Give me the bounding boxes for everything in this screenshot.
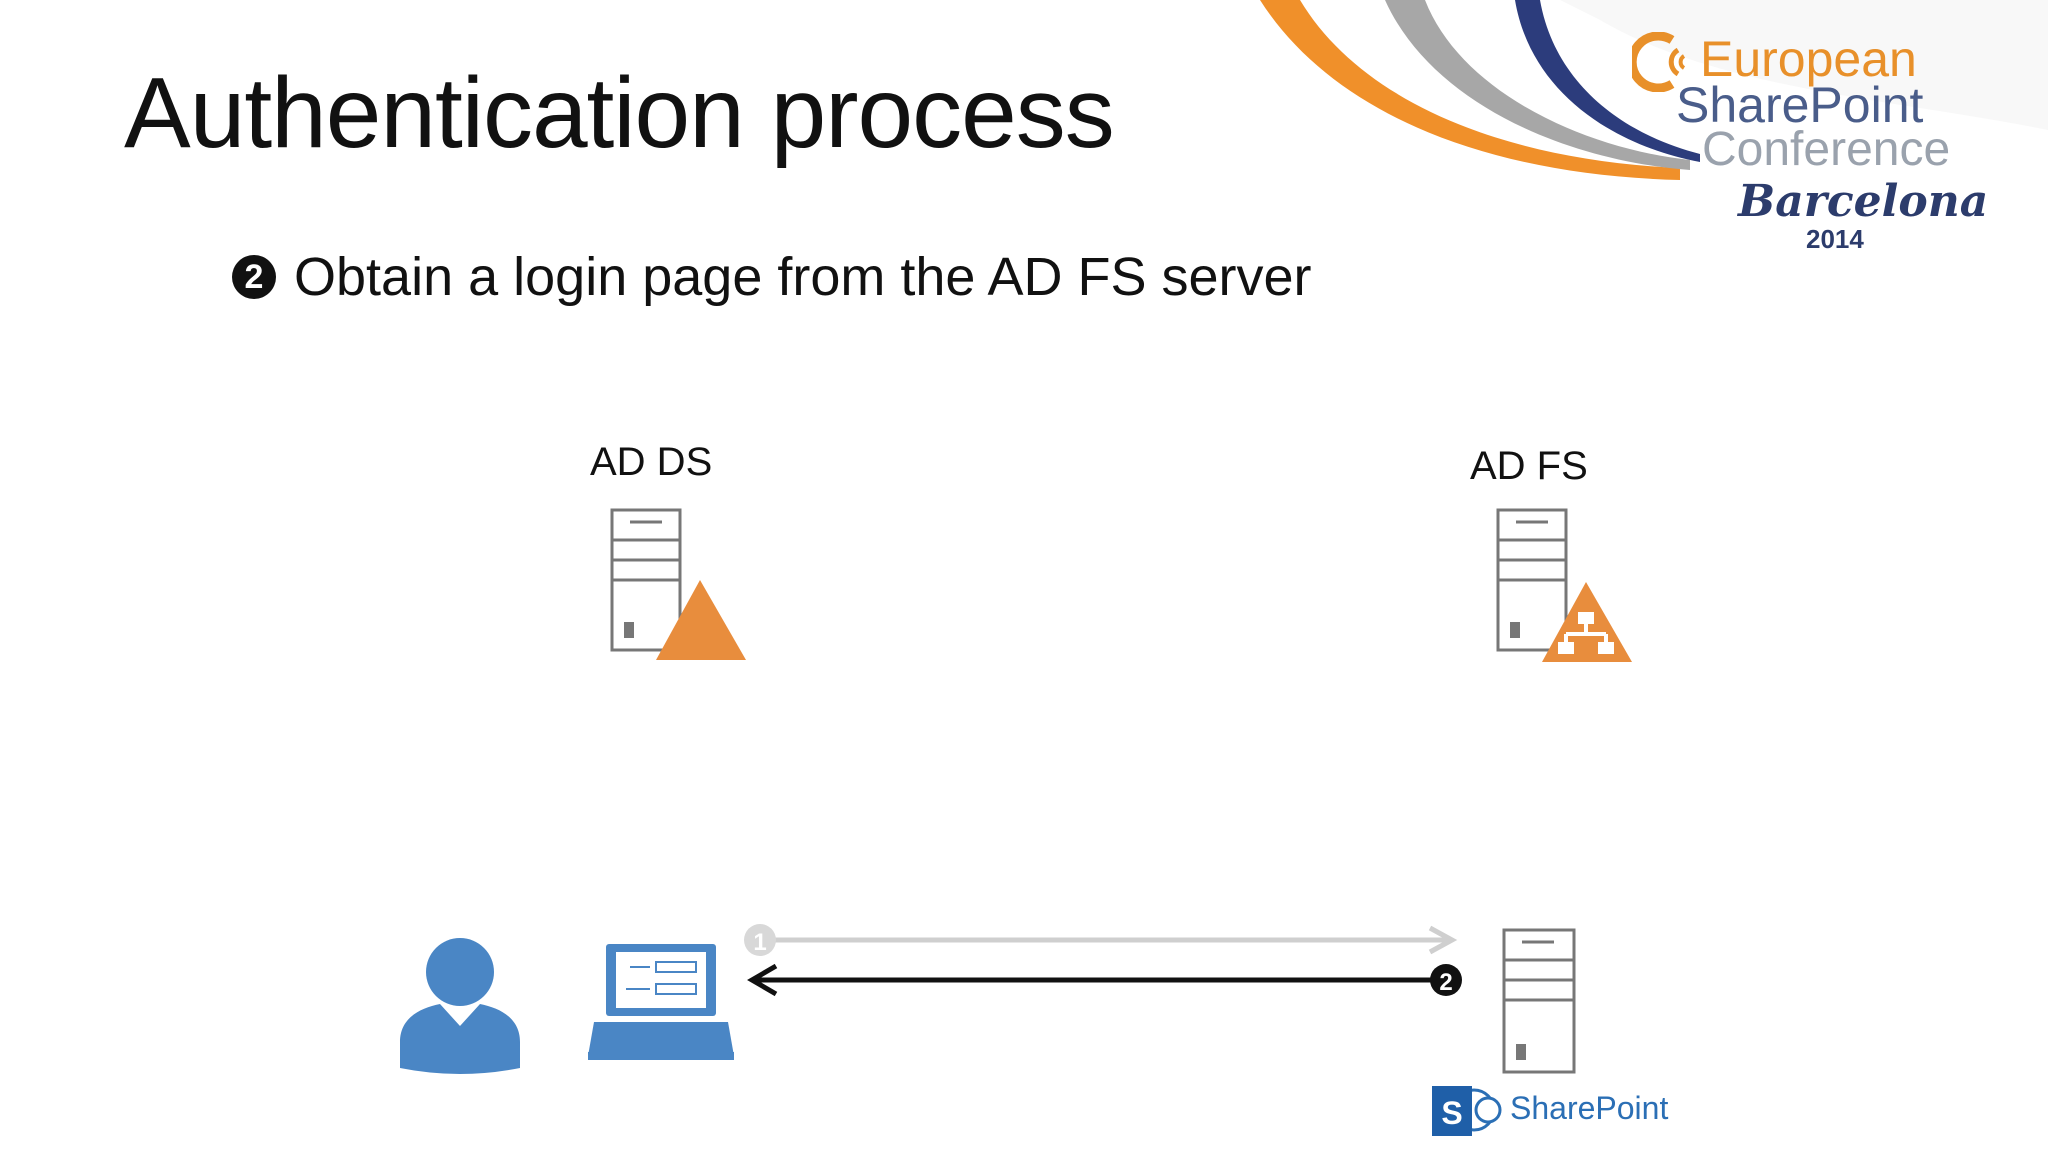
- sharepoint-label: SharePoint: [1510, 1090, 1669, 1126]
- logo-text-barcelona: Barcelona: [1738, 176, 1989, 227]
- logo-text-sharepoint: SharePoint: [1676, 77, 1924, 133]
- ad-ds-server-icon: [610, 508, 682, 652]
- svg-text:S: S: [1441, 1095, 1462, 1131]
- ad-fs-label: AD FS: [1470, 444, 1588, 488]
- slide-title: Authentication process: [124, 57, 1115, 169]
- ad-ds-label: AD DS: [590, 440, 713, 484]
- step2-arrow: 2: [747, 963, 1462, 997]
- bullet-text: Obtain a login page from the AD FS serve…: [294, 247, 1312, 307]
- step1-arrow: 1: [744, 924, 1458, 956]
- logo-text-conference: Conference: [1702, 123, 1951, 176]
- logo-text-european: European: [1700, 31, 1917, 87]
- conference-logo: European SharePoint Conference Barcelona…: [1628, 24, 2008, 264]
- ad-fs-server-icon: [1496, 508, 1568, 652]
- step1-number: 1: [753, 929, 766, 956]
- ad-ds-triangle-icon: [656, 580, 746, 660]
- step2-number: 2: [1439, 969, 1452, 996]
- logo-signal-icon: [1632, 32, 1686, 92]
- bullet-number-badge: 2: [232, 255, 276, 299]
- bullet-point: 2 Obtain a login page from the AD FS ser…: [232, 246, 1312, 308]
- decorative-swoosh: [1260, 0, 2048, 180]
- logo-text-year: 2014: [1806, 224, 1864, 254]
- sharepoint-logo-icon: S: [1432, 1086, 1502, 1136]
- sharepoint-server-icon: [1502, 928, 1576, 1074]
- ad-fs-federation-icon: [1542, 582, 1632, 662]
- laptop-icon: [588, 944, 734, 1060]
- user-icon: [400, 938, 520, 1074]
